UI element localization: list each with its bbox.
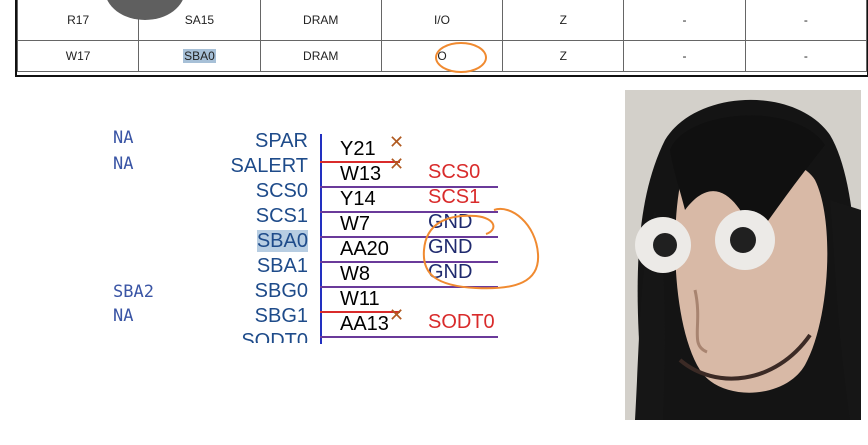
pin-row: Y14 SCS1: [320, 186, 498, 213]
net-label: SODT0: [428, 311, 495, 333]
net-label: SCS0: [428, 161, 481, 183]
pin-number: W11: [340, 288, 380, 310]
signal-label: SALERT: [230, 155, 308, 177]
pin-row: W13 SCS0: [320, 161, 498, 188]
no-connect-mark: ✕: [389, 154, 405, 174]
highlighted-signal: SBA0: [256, 230, 308, 252]
gray-shape: [105, 0, 185, 20]
highlighted-signal: SBA0: [183, 49, 216, 63]
pin-number: W13: [340, 163, 382, 185]
signal-label: SCS1: [255, 205, 308, 227]
table-cell: DRAM: [259, 0, 382, 41]
table-row: R17 SA15 DRAM I/O Z - -: [16, 0, 868, 41]
annotation-circle: [435, 42, 487, 73]
signal-label: SBA0: [198, 230, 308, 252]
schematic: NA NA SBA2 NA SPAR SALERT SCS0 SCS1 SBA0…: [0, 128, 620, 345]
pin-row: W11: [320, 286, 400, 313]
table-cell: I/O: [380, 0, 504, 41]
signal-label: SCS0: [255, 180, 308, 202]
table-cell: Z: [502, 0, 625, 41]
net-label: GND: [428, 261, 473, 283]
pin-number: Y21: [340, 138, 376, 160]
table-cell: DRAM: [259, 40, 382, 72]
pin-number: W8: [340, 263, 370, 285]
table-cell: -: [623, 0, 746, 41]
pin-row: AA13 SODT0: [320, 311, 498, 338]
annotation-loop: [422, 207, 540, 290]
table-cell: Z: [502, 40, 625, 72]
na-label: NA: [113, 154, 134, 174]
pin-row: AA20 GND: [320, 236, 498, 263]
pin-number: W7: [340, 213, 370, 235]
signal-label: SBG1: [254, 305, 308, 327]
signal-label: SODT0: [241, 331, 308, 343]
signal-label: SBG0: [254, 280, 308, 302]
pin-row: Y21: [320, 136, 400, 163]
na-label: NA: [113, 306, 134, 326]
na-label: NA: [113, 128, 134, 148]
pin-row: W8 GND: [320, 261, 498, 288]
table-cell: SBA0: [138, 40, 261, 72]
no-connect-mark: ✕: [389, 305, 405, 325]
pin-number: AA13: [340, 313, 389, 335]
table-cell: -: [623, 40, 746, 72]
pin-table: R17 SA15 DRAM I/O Z - - W17 SBA0 DRAM O …: [15, 0, 868, 77]
net-label: GND: [428, 236, 473, 258]
signal-label: SBA1: [256, 255, 308, 277]
pin-number: Y14: [340, 188, 376, 210]
no-connect-mark: ✕: [389, 132, 405, 152]
table-cell: -: [744, 40, 868, 72]
net-label: SCS1: [428, 186, 481, 208]
pin-block: [320, 134, 400, 344]
pin-number: AA20: [340, 238, 389, 260]
face-image: [625, 90, 861, 420]
sba2-label: SBA2: [113, 282, 154, 302]
signal-label: SPAR: [255, 130, 308, 152]
table-cell: W17: [16, 40, 140, 72]
photo: [625, 90, 861, 420]
table-cell: -: [744, 0, 868, 41]
